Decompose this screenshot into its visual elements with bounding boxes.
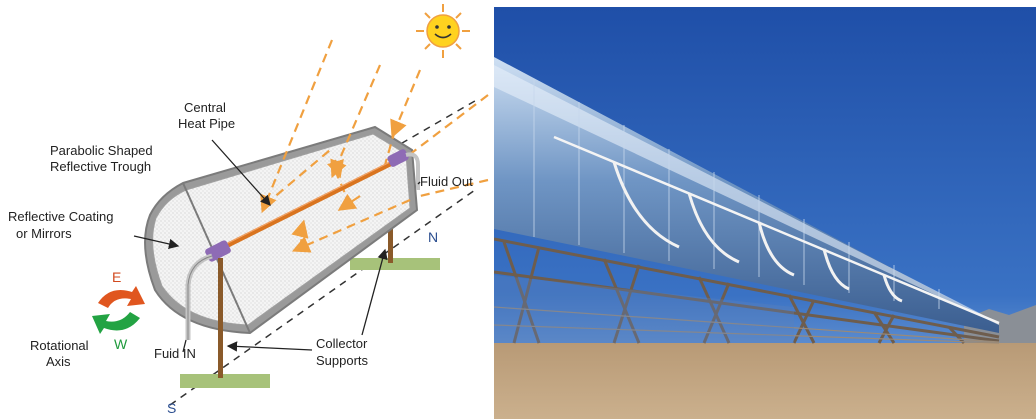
receiver-tube xyxy=(553,135,1000,325)
east-rotation-arrow xyxy=(98,286,145,308)
rotational-axis-upper xyxy=(389,97,481,151)
solar-trough-photo xyxy=(494,7,1036,419)
ground-pad-back xyxy=(350,258,440,270)
label-south: S xyxy=(167,400,176,416)
label-collector: Collector xyxy=(316,336,368,351)
central-heat-pipe xyxy=(216,157,400,253)
desert-ground xyxy=(494,343,1036,419)
leader-reflective xyxy=(133,235,180,250)
label-west: W xyxy=(114,336,128,352)
label-central: Central xyxy=(184,100,226,115)
label-supports: Supports xyxy=(316,353,369,368)
label-north: N xyxy=(428,229,438,245)
collector-support-front xyxy=(218,258,223,378)
label-reflective-trough: Reflective Trough xyxy=(50,159,151,174)
sun-icon xyxy=(416,4,470,58)
fluid-out-pipe xyxy=(405,152,420,190)
label-heat-pipe: Heat Pipe xyxy=(178,116,235,131)
reflected-rays xyxy=(291,159,361,239)
leader-fluid-out xyxy=(417,181,421,185)
west-rotation-arrow xyxy=(92,312,140,334)
label-east: E xyxy=(112,269,121,285)
leader-collector-back xyxy=(361,248,388,336)
label-axis: Axis xyxy=(46,354,71,369)
rotational-axis-line xyxy=(169,189,476,406)
parabolic-trough-diagram: Central Heat Pipe Parabolic Shaped Refle… xyxy=(8,4,489,416)
leader-fluid-in xyxy=(182,339,187,353)
pipe-cap-back xyxy=(387,149,409,167)
label-mirrors: or Mirrors xyxy=(16,226,72,241)
label-fluid-in: Fuid IN xyxy=(154,346,196,361)
leader-heat-pipe xyxy=(211,139,271,206)
leader-collector-front xyxy=(226,341,313,352)
label-fluid-out: Fluid Out xyxy=(420,174,473,189)
mirror-surface xyxy=(152,133,411,326)
label-rotational: Rotational xyxy=(30,338,89,353)
ground-pad-front xyxy=(180,374,270,388)
label-parabolic: Parabolic Shaped xyxy=(50,143,153,158)
label-reflective-coating: Reflective Coating xyxy=(8,209,114,224)
